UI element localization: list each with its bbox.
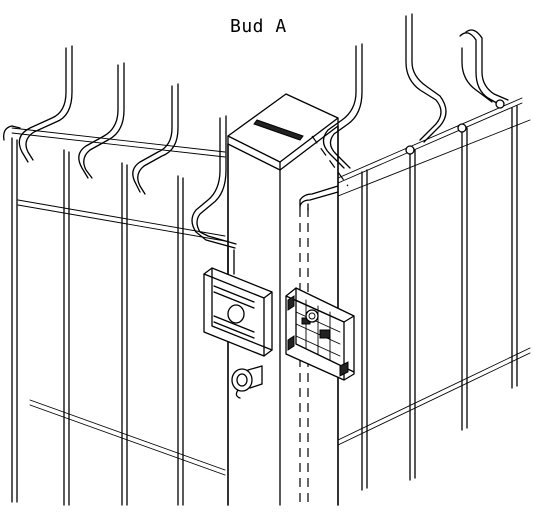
right-panel-mid-wire <box>337 119 531 197</box>
module-connector <box>305 309 319 323</box>
right-fence-panel <box>322 13 531 491</box>
view-label: Bud A <box>230 16 287 37</box>
post-cap-label <box>253 119 304 141</box>
mounting-bolt <box>231 365 263 399</box>
right-panel-top-wire <box>337 97 523 179</box>
left-fence-panel <box>3 45 237 506</box>
left-bracket <box>203 247 273 357</box>
right-panel-v-bend <box>322 45 357 169</box>
post-rail <box>299 185 339 211</box>
bracket-hole <box>227 304 245 324</box>
sensor-module <box>285 287 355 381</box>
left-panel-v-bend <box>18 47 67 163</box>
right-panel-lower-wire <box>337 347 531 441</box>
left-panel-top-wire <box>11 127 226 153</box>
